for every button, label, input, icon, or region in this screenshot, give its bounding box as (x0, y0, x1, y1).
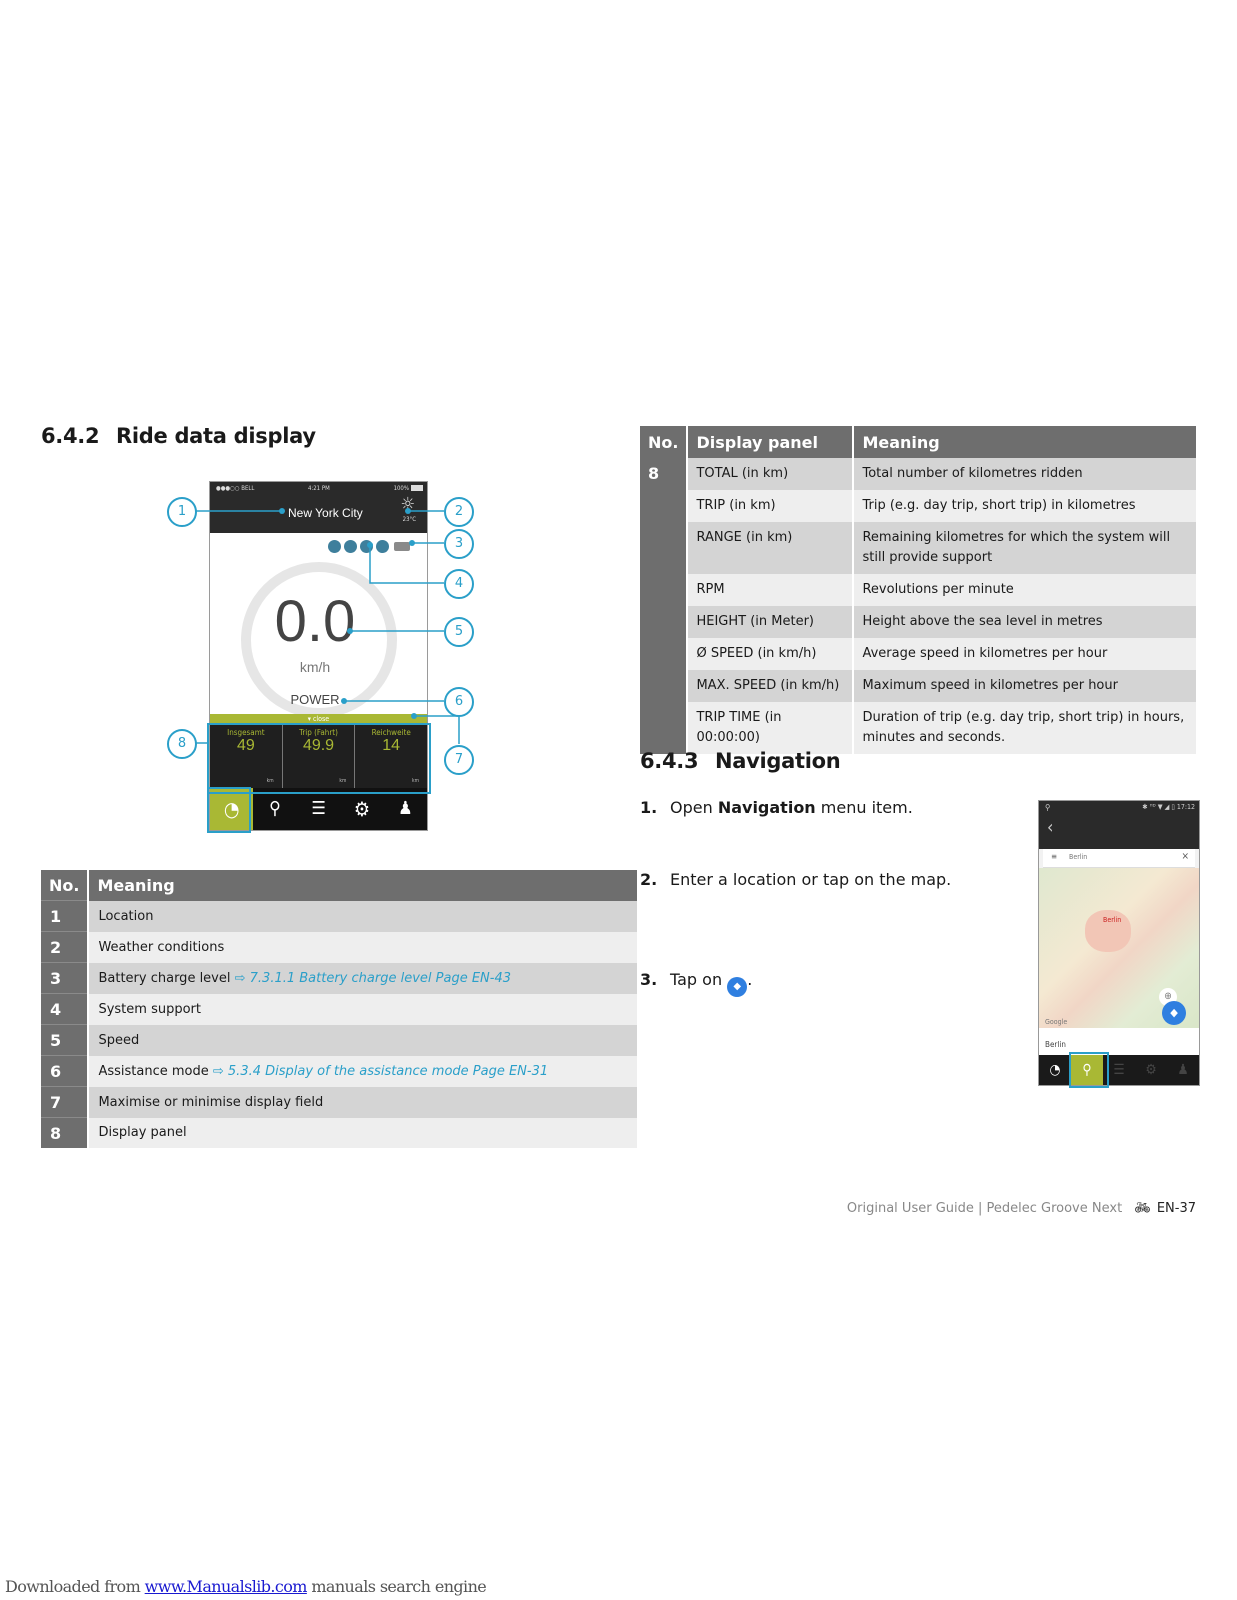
navigate-button[interactable]: ◆ (1162, 1001, 1186, 1025)
dashboard-icon[interactable]: ◔ (1049, 1062, 1061, 1078)
city-area (1085, 910, 1131, 952)
speed-gauge (241, 562, 397, 718)
navigation-screenshot: ✱ ᴴᴰ ▼ ◢ ▯ 17:12 ⚲ ‹ ≡ Berlin × Berlin ⊕… (1038, 800, 1200, 1086)
page-number: EN-37 (1156, 1201, 1196, 1216)
nav-search-bar[interactable]: ≡ Berlin × (1043, 849, 1195, 868)
nav-result-label: Berlin (1045, 1040, 1066, 1049)
nav-header: ✱ ᴴᴰ ▼ ◢ ▯ 17:12 ⚲ ‹ (1039, 801, 1199, 849)
table-row: HEIGHT (in Meter)Height above the sea le… (640, 606, 1196, 638)
display-panel-table: No. Display panel Meaning 8 TOTAL (in km… (640, 426, 1196, 754)
step-1: 1.Open Navigation menu item. (640, 798, 913, 817)
manualslib-link[interactable]: www.Manualslib.com (144, 1577, 308, 1596)
callout-7: 7 (444, 745, 474, 775)
callout-2: 2 (444, 497, 474, 527)
menu-icon[interactable]: ≡ (1051, 852, 1058, 861)
page-footer: Original User Guide | Pedelec Groove Nex… (846, 1201, 1196, 1216)
user-settings-icon[interactable]: ♟ (398, 798, 413, 819)
table-row: TRIP TIME (in 00:00:00)Duration of trip … (640, 702, 1196, 754)
callout-6: 6 (444, 687, 474, 717)
step-2: 2.Enter a location or tap on the map. (640, 870, 952, 889)
legend-table-header: No. Meaning (41, 870, 637, 901)
nav-bottom-nav: ◔ ⚲ ☰ ⚙ ♟ (1039, 1055, 1199, 1085)
callout-5: 5 (444, 617, 474, 647)
navigation-icon[interactable]: ⚲ (1071, 1055, 1103, 1085)
dashboard-icon[interactable]: ◔ (210, 788, 254, 830)
list-icon[interactable]: ☰ (1113, 1062, 1125, 1078)
support-dot (328, 540, 341, 553)
user-settings-icon[interactable]: ♟ (1177, 1062, 1189, 1078)
support-dot (344, 540, 357, 553)
gear-icon[interactable]: ⚙ (1145, 1062, 1157, 1078)
google-logo: Google (1045, 1018, 1068, 1026)
speed-unit: km/h (299, 659, 331, 675)
callout-3: 3 (444, 529, 474, 559)
download-note: Downloaded from www.Manualslib.com manua… (5, 1577, 487, 1596)
support-dot (376, 540, 389, 553)
status-battery: 100% (393, 485, 409, 492)
location-pin-icon: ⚲ (1045, 803, 1051, 812)
status-carrier: ●●●○○ BELL (216, 485, 255, 492)
table-row: TRIP (in km)Trip (e.g. day trip, short t… (640, 490, 1196, 522)
cross-reference-link[interactable]: ⇨ 7.3.1.1 Battery charge level Page EN-4… (234, 970, 511, 986)
display-panel: Insgesamt 49 km Trip (Fahrt) 49.9 km Rei… (210, 724, 427, 788)
temperature-label: 23°C (402, 516, 416, 523)
callout-1: 1 (167, 497, 197, 527)
callout-4: 4 (444, 569, 474, 599)
close-bar[interactable]: ▾ close (210, 714, 427, 724)
panel-range[interactable]: Reichweite 14 km (371, 728, 420, 784)
nav-search-input[interactable]: Berlin (1069, 853, 1088, 861)
bottom-nav: ◔ ⚲ ☰ ⚙ ♟ (210, 788, 427, 830)
status-time: 4:21 PM (308, 485, 330, 492)
back-arrow-icon[interactable]: ‹ (1047, 817, 1054, 838)
gear-icon[interactable]: ⚙ (353, 797, 370, 821)
display-panel-table-header: No. Display panel Meaning (640, 426, 1196, 458)
callout-8: 8 (167, 729, 197, 759)
map-city-label: Berlin (1103, 916, 1122, 924)
table-row: RANGE (in km)Remaining kilometres for wh… (640, 522, 1196, 574)
navigation-icon[interactable]: ⚲ (269, 798, 282, 819)
table-row: 8 TOTAL (in km) Total number of kilometr… (640, 458, 1196, 754)
battery-level-icon (394, 542, 410, 551)
close-icon[interactable]: × (1181, 851, 1189, 862)
list-icon[interactable]: ☰ (311, 798, 326, 819)
sun-icon: ☼ (400, 494, 415, 515)
nav-result[interactable]: Berlin (1039, 1028, 1199, 1060)
table-row: Ø SPEED (in km/h)Average speed in kilome… (640, 638, 1196, 670)
phone-header: ●●●○○ BELL 4:21 PM 100% New York City ☼ … (210, 482, 427, 533)
speed-value: 0.0 (274, 589, 356, 654)
panel-trip[interactable]: Trip (Fahrt) 49.9 km (283, 724, 356, 788)
table-row: MAX. SPEED (in km/h)Maximum speed in kil… (640, 670, 1196, 702)
group-number: 8 (640, 458, 689, 754)
assistance-mode-label: POWER (290, 692, 340, 707)
navigate-icon[interactable]: ◆ (727, 977, 748, 997)
location-label: New York City (288, 506, 363, 520)
nav-status-bar: ✱ ᴴᴰ ▼ ◢ ▯ 17:12 (1142, 803, 1195, 811)
cross-reference-link[interactable]: ⇨ 5.3.4 Display of the assistance mode P… (212, 1063, 549, 1079)
panel-total[interactable]: Insgesamt 49 km (210, 724, 283, 788)
bicycle-icon: 🚲︎ (1134, 1201, 1151, 1216)
ride-data-screenshot: ●●●○○ BELL 4:21 PM 100% New York City ☼ … (209, 481, 428, 831)
status-battery-icon (411, 485, 423, 491)
step-3: 3.Tap on ◆. (640, 970, 752, 997)
